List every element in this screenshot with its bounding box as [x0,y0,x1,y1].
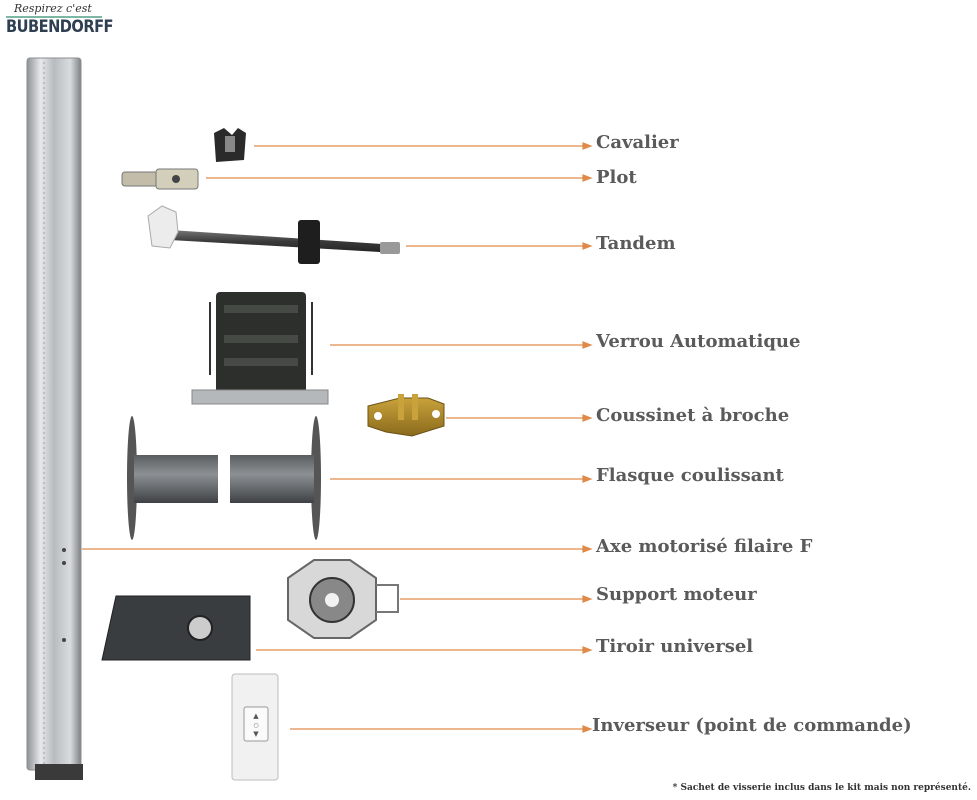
tandem-image [147,205,400,264]
label-axe-motorise: Axe motorisé filaire F [596,536,813,557]
cavalier-image [214,128,246,162]
svg-text:○: ○ [253,722,258,729]
label-tiroir-universel: Tiroir universel [596,636,754,657]
label-support-moteur: Support moteur [596,584,757,605]
tiroir-universel-image [101,595,251,661]
logo-tagline: Respirez c'est [14,2,92,15]
label-flasque-coulissant: Flasque coulissant [596,465,784,486]
label-inverseur: Inverseur (point de commande) [592,715,912,736]
inverseur-image: ▲ ○ ▼ [231,673,279,781]
label-plot: Plot [596,167,637,188]
label-coussinet-a-broche: Coussinet à broche [596,405,790,426]
footnote: * Sachet de visserie inclus dans le kit … [672,783,971,793]
label-verrou-automatique: Verrou Automatique [596,331,801,352]
verrou-automatique-image [191,292,329,405]
axe-tube-image [26,57,83,780]
logo-brand: BUBENDORFF [6,17,114,37]
label-cavalier: Cavalier [596,132,679,153]
plot-image [121,168,199,190]
coussinet-image [367,394,445,437]
svg-text:▲: ▲ [253,712,259,720]
svg-text:▼: ▼ [253,730,259,738]
label-tandem: Tandem [596,233,676,254]
flasque-coulissant-image [127,416,321,540]
support-moteur-image [287,559,399,639]
logo-underline [6,16,102,18]
